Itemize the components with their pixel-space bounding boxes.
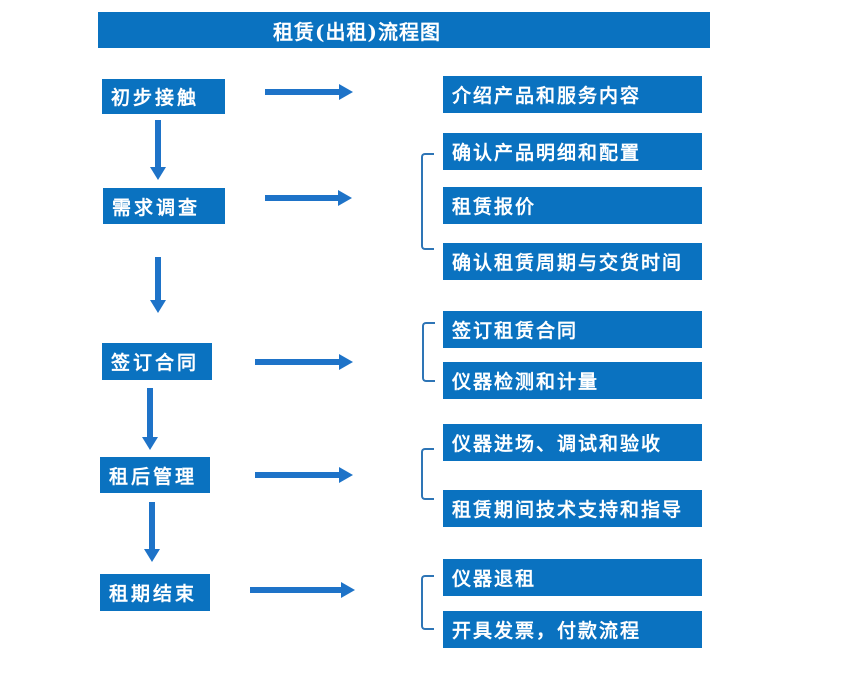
arrow-shaft — [147, 388, 153, 437]
right-arrow-2 — [265, 190, 352, 206]
stage-box-sign-contract: 签订合同 — [102, 343, 212, 380]
detail-box-instrument-return: 仪器退租 — [443, 559, 702, 596]
arrow-shaft — [265, 89, 341, 95]
detail-box-confirm-product-details: 确认产品明细和配置 — [443, 133, 702, 170]
stage-box-initial-contact: 初步接触 — [102, 79, 225, 114]
group-bracket-lease-end — [421, 575, 434, 630]
down-arrow-1 — [150, 120, 166, 180]
right-arrow-1 — [265, 84, 353, 100]
page-title: 租赁(出租)流程图 — [273, 19, 441, 44]
detail-box-instrument-entry-debug-acceptance: 仪器进场、调试和验收 — [443, 424, 702, 461]
right-arrow-3 — [255, 354, 353, 370]
stage-box-demand-survey: 需求调查 — [103, 188, 225, 224]
detail-box-confirm-rental-period-delivery: 确认租赁周期与交货时间 — [443, 243, 702, 280]
arrow-head-icon — [150, 300, 166, 313]
arrow-shaft — [255, 472, 341, 478]
arrow-head-icon — [144, 549, 160, 562]
detail-box-rental-tech-support: 租赁期间技术支持和指导 — [443, 490, 702, 527]
detail-box-sign-rental-contract: 签订租赁合同 — [443, 311, 702, 348]
arrow-head-icon — [341, 582, 355, 598]
arrow-head-icon — [150, 167, 166, 180]
down-arrow-3 — [142, 388, 158, 450]
arrow-shaft — [250, 587, 343, 593]
arrow-head-icon — [338, 190, 352, 206]
stage-box-lease-end: 租期结束 — [100, 574, 210, 611]
arrow-head-icon — [339, 84, 353, 100]
arrow-shaft — [155, 120, 161, 167]
arrow-head-icon — [339, 467, 353, 483]
arrow-head-icon — [339, 354, 353, 370]
stage-box-post-rental-management: 租后管理 — [100, 457, 210, 493]
arrow-shaft — [265, 195, 340, 201]
group-bracket-demand-survey — [421, 153, 434, 250]
arrow-shaft — [255, 359, 341, 365]
detail-box-rental-quote: 租赁报价 — [443, 187, 702, 224]
right-arrow-4 — [255, 467, 353, 483]
detail-box-intro-products-services: 介绍产品和服务内容 — [443, 76, 702, 113]
arrow-head-icon — [142, 437, 158, 450]
detail-box-invoice-payment: 开具发票，付款流程 — [443, 611, 702, 648]
right-arrow-5 — [250, 582, 355, 598]
group-bracket-post-rental — [421, 448, 434, 500]
group-bracket-sign-contract — [422, 322, 435, 382]
arrow-shaft — [149, 502, 155, 549]
down-arrow-4 — [144, 502, 160, 562]
arrow-shaft — [155, 257, 161, 300]
title-bar: 租赁(出租)流程图 — [98, 12, 710, 48]
detail-box-instrument-testing-metering: 仪器检测和计量 — [443, 362, 702, 399]
down-arrow-2 — [150, 257, 166, 313]
